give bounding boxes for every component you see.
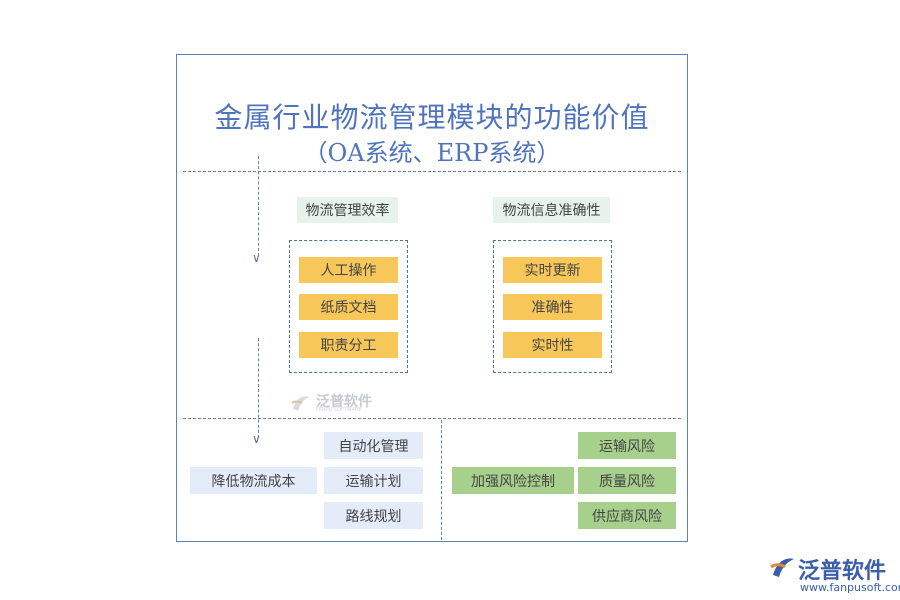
watermark-sub: FANPU SOFTWARE: [316, 407, 362, 413]
accuracy-item: 实时更新: [503, 257, 602, 283]
brand-logo: 泛普软件 www.fanpusoft.com: [770, 553, 900, 597]
accuracy-header: 物流信息准确性: [493, 197, 610, 223]
diagram-frame: [176, 54, 688, 542]
flow-line-upper: [258, 156, 259, 256]
efficiency-item: 纸质文档: [299, 294, 398, 320]
divider-top: [183, 171, 681, 172]
cost-item: 运输计划: [324, 467, 423, 494]
risk-item: 运输风险: [578, 432, 676, 459]
accuracy-item: 准确性: [503, 294, 602, 320]
watermark: 泛普软件 FANPU SOFTWARE: [290, 391, 390, 415]
cost-main: 降低物流成本: [190, 467, 317, 494]
watermark-logo-icon: [291, 396, 310, 411]
flow-line-lower: [258, 338, 259, 438]
efficiency-item: 人工操作: [299, 257, 398, 283]
risk-main: 加强风险控制: [452, 467, 574, 494]
diagram-subtitle: （OA系统、ERP系统）: [303, 139, 561, 167]
arrow-down-icon: ∨: [252, 432, 261, 446]
accuracy-item: 实时性: [503, 332, 602, 358]
risk-item: 供应商风险: [578, 502, 676, 529]
arrow-down-icon: ∨: [252, 251, 261, 265]
cost-item: 自动化管理: [324, 432, 423, 459]
diagram-title: 金属行业物流管理模块的功能价值: [214, 101, 650, 134]
brand-logo-url: www.fanpusoft.com: [800, 581, 900, 594]
brand-logo-name: 泛普软件: [798, 559, 887, 584]
efficiency-item: 职责分工: [299, 332, 398, 358]
brand-logo-icon: [770, 558, 794, 577]
watermark-name: 泛普软件: [316, 394, 372, 410]
accuracy-group-box: [493, 240, 612, 373]
efficiency-group-box: [289, 240, 408, 373]
divider-middle: [183, 418, 681, 419]
cost-item: 路线规划: [324, 502, 423, 529]
divider-bottom-vertical: [441, 420, 442, 540]
risk-item: 质量风险: [578, 467, 676, 494]
efficiency-header: 物流管理效率: [297, 197, 398, 223]
